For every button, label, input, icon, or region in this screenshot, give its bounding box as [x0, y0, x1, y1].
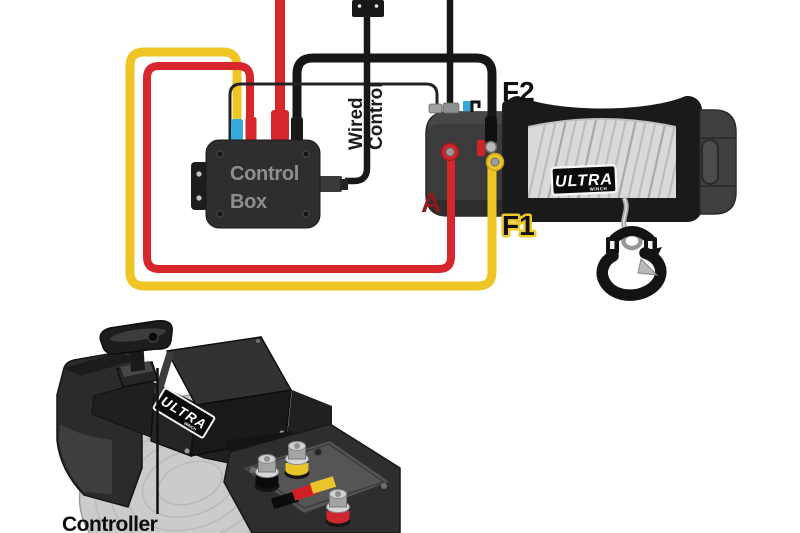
- winch-photo: ULTRA WINCH: [56, 319, 401, 533]
- terminal-stud-red: [325, 489, 351, 527]
- brand-name: ULTRA: [555, 171, 614, 191]
- motor-top-connectors: [428, 100, 481, 114]
- motor-terminals: [440, 116, 505, 172]
- winch-side-view: ULTRA WINCH: [425, 86, 737, 301]
- clutch-handle: [99, 319, 173, 388]
- control-box: Control Box: [191, 110, 348, 229]
- wiring-diagram: ULTRA WINCH: [125, 0, 737, 301]
- terminal-stud-yellow: [284, 441, 310, 479]
- terminal-f2-cap: [485, 116, 497, 144]
- wired-control-label-line2: Control: [366, 82, 387, 150]
- terminal-label-a: A: [421, 187, 441, 218]
- terminal-stud-black: [254, 454, 280, 492]
- control-box-label-line2: Box: [230, 191, 267, 213]
- connector-red-small: [245, 117, 257, 142]
- wire-red-a: [143, 62, 455, 273]
- blue-sensor-plug: [463, 101, 471, 111]
- connector-black: [291, 117, 303, 142]
- terminal-color-bars: [270, 476, 337, 510]
- brand-badge-top: ULTRA WINCH: [550, 164, 618, 196]
- brand-badge-photo: ULTRA WINCH: [152, 387, 216, 439]
- terminal-deck: [223, 423, 401, 533]
- wired-control-label-line1: Wired: [346, 97, 367, 150]
- controller-callout-label: Controller: [62, 513, 158, 533]
- wire-wired-control: [345, 17, 371, 185]
- hook-icon: [596, 226, 667, 301]
- connector-red-battery: [271, 110, 289, 141]
- wires: [125, 0, 497, 291]
- wire-black-f2: [292, 53, 497, 128]
- terminal-label-f2: F2: [502, 76, 535, 107]
- terminal-f2-nut: [484, 140, 498, 154]
- wire-labels: Wired Control F2 A F1: [346, 76, 537, 244]
- winch-gear-housing: [699, 109, 737, 215]
- remote-socket: [352, 0, 384, 17]
- wire-thin-sensor: [228, 82, 439, 140]
- control-box-label-line1: Control: [230, 163, 299, 185]
- brand-sub: WINCH: [183, 420, 197, 431]
- terminal-label-f1: F1: [502, 210, 535, 241]
- remote-plug: [318, 176, 342, 192]
- winch-drum: [502, 86, 702, 222]
- brand-sub: WINCH: [589, 186, 607, 192]
- mount-bracket: [191, 162, 208, 210]
- connector-blue: [231, 119, 243, 142]
- wire-yellow-f1: [125, 47, 497, 291]
